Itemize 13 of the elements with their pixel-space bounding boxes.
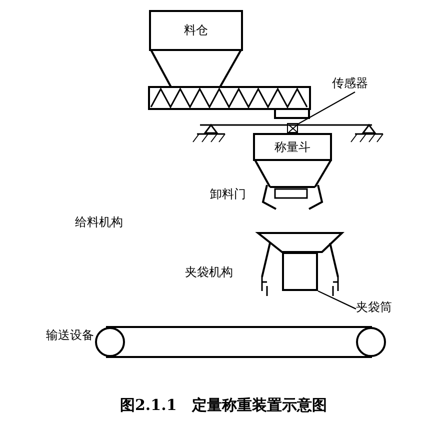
leader-line	[298, 91, 356, 125]
bag-clamp-label: 夹袋机构	[185, 265, 233, 279]
bag-tube-label: 夹袋筒	[356, 300, 392, 314]
door-label: 卸料门	[210, 187, 246, 201]
weighing-hopper-box: 称量斗	[253, 133, 332, 161]
conveyor-label: 输送设备	[46, 328, 94, 342]
sensor-box	[287, 123, 298, 133]
bag-tube-box	[282, 252, 318, 291]
caption: 图2.1.1 定量称重装置示意图	[120, 396, 327, 414]
sensor-label: 传感器	[332, 76, 368, 90]
bin-box: 料仓	[149, 10, 243, 51]
feeder-label: 给料机构	[75, 215, 123, 229]
leader-line	[318, 290, 356, 310]
